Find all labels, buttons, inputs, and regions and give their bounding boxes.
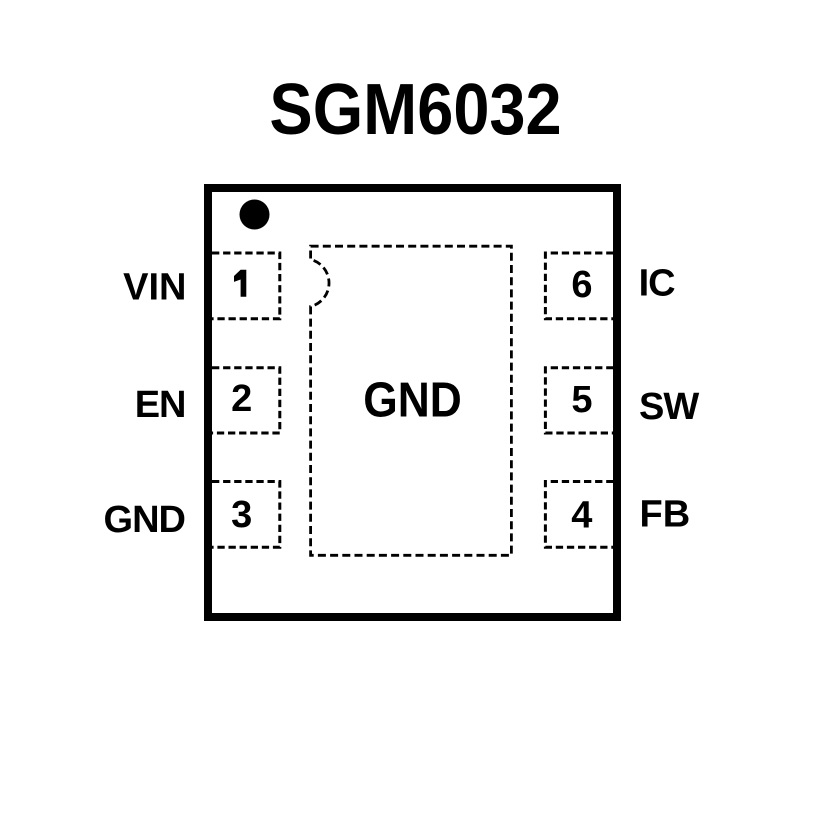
svg-text:GND: GND [104,499,185,541]
svg-text:4: 4 [571,495,592,537]
svg-text:5: 5 [571,379,592,421]
svg-text:SGM6032: SGM6032 [269,69,561,150]
svg-text:EN: EN [135,384,186,426]
svg-text:3: 3 [231,494,252,536]
svg-text:6: 6 [571,264,592,306]
svg-text:2: 2 [231,378,252,420]
svg-text:FB: FB [640,494,691,536]
svg-text:IC: IC [639,263,676,305]
svg-text:SW: SW [639,386,699,428]
svg-text:VIN: VIN [123,266,186,308]
svg-text:GND: GND [363,371,462,427]
